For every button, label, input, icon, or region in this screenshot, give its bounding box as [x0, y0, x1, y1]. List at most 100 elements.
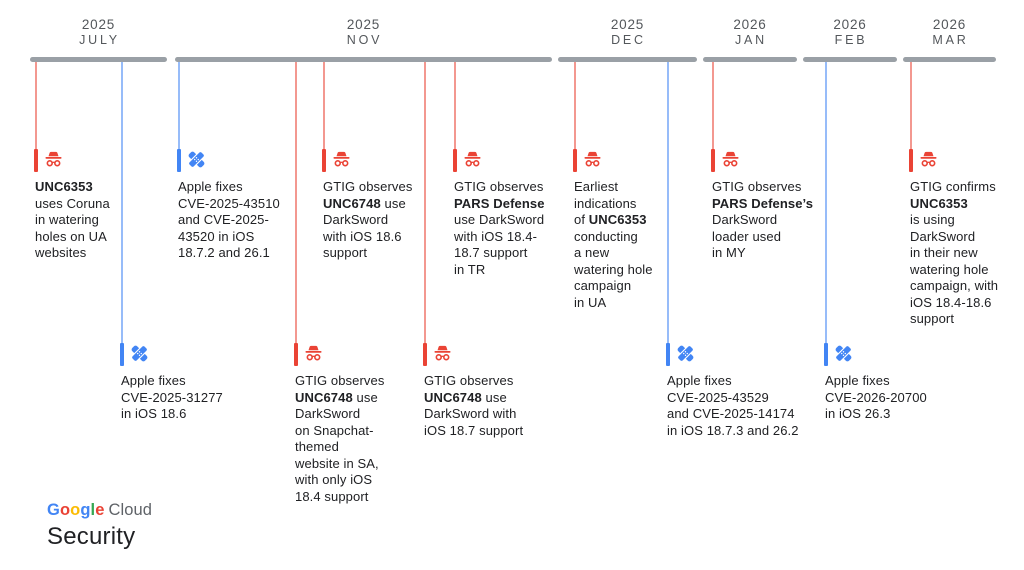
event-connector-line: [178, 62, 180, 151]
event-text-line: support: [910, 311, 955, 326]
event-text-line: Apple fixes: [825, 373, 890, 388]
event-text-line: iOS 18.7 support: [424, 422, 524, 438]
event-marker: [453, 149, 457, 172]
date-year-label: 2026: [833, 17, 867, 32]
event-text-line: CVE-2025-31277: [121, 389, 223, 405]
timeline-segment-bar: [703, 57, 797, 62]
event-text-line: website in SA,: [295, 455, 379, 471]
event-text-line: PARS Defense’s: [712, 195, 814, 211]
patch-fix-icon: [674, 342, 697, 365]
event-text-line: in iOS 18.7.3 and 26.2: [667, 422, 799, 438]
event-text-line: holes on UA: [35, 228, 107, 244]
event-text-line: DarkSword: [910, 228, 976, 244]
incognito-icon: [305, 345, 322, 361]
event-text-line: 18.7.2 and 26.1: [178, 245, 270, 260]
incognito-icon: [920, 151, 937, 167]
event-connector-line: [667, 62, 669, 345]
event-text-line: Apple fixes: [121, 373, 186, 388]
google-logo-letter: g: [80, 501, 91, 519]
event-text-line: is using: [910, 212, 955, 227]
event-connector-line: [121, 62, 123, 345]
date-month-label: JULY: [79, 33, 120, 47]
event-text-line: CVE-2025-43510: [178, 195, 280, 211]
cloud-wordmark: Cloud: [108, 501, 153, 519]
date-year-label: 2026: [733, 17, 767, 32]
date-month-label: JAN: [734, 33, 767, 47]
google-logo-letter: o: [59, 501, 71, 519]
event-text-line: DarkSword: [323, 212, 389, 227]
event-marker: [666, 343, 670, 366]
incognito-icon: [45, 151, 62, 167]
bandage-icon: [188, 151, 205, 168]
event-connector-line: [323, 62, 325, 151]
incognito-icon: [722, 151, 739, 167]
patch-fix-icon: [832, 342, 855, 365]
event-text-line: Apple fixes: [667, 373, 732, 388]
event-text-line: GTIG observes: [424, 373, 514, 388]
threat-actor-icon: [302, 342, 325, 365]
event-text-line: GTIG observes: [295, 373, 385, 388]
google-logo-letter: l: [90, 501, 96, 519]
date-year-label: 2026: [932, 17, 967, 32]
event-text-line: in watering: [35, 212, 99, 227]
event-text-line: websites: [35, 245, 87, 260]
event-text-line: in UA: [574, 294, 607, 310]
event-marker: [34, 149, 38, 172]
event-connector-line: [454, 62, 456, 151]
event-text-line: CVE-2026-20700: [825, 389, 927, 405]
event-text-line: GTIG observes: [323, 179, 413, 194]
event-marker: [423, 343, 427, 366]
timeline-segment-bar: [803, 57, 897, 62]
google-logo-letter: e: [95, 501, 105, 519]
event-connector-line: [574, 62, 576, 151]
event-text-line: in iOS 18.6: [121, 406, 187, 421]
event-text-line: UNC6748 use: [323, 195, 406, 211]
event-text-line: with iOS 18.4-: [454, 228, 538, 244]
event-text-line: 18.7 support: [454, 245, 528, 260]
event-text-line: 43520 in iOS: [178, 228, 255, 244]
event-text-line: campaign, with: [910, 278, 999, 293]
event-text-line: iOS 18.4-18.6: [910, 294, 992, 310]
incognito-icon: [333, 151, 350, 167]
security-wordmark: Security: [47, 523, 136, 550]
event-marker: [120, 343, 124, 366]
event-text-line: 18.4 support: [295, 488, 369, 504]
event-text-line: a new: [574, 245, 610, 260]
threat-actor-icon: [42, 148, 65, 171]
event-marker: [711, 149, 715, 172]
date-year-label: 2025: [346, 17, 381, 32]
event-text-line: indications: [574, 195, 637, 211]
threat-actor-icon: [719, 148, 742, 171]
event-text-line: GTIG observes: [454, 179, 544, 194]
event-text-line: Earliest: [574, 179, 619, 194]
date-month-label: DEC: [611, 33, 646, 47]
event-text-line: conducting: [574, 228, 638, 244]
event-text-line: DarkSword: [295, 406, 361, 421]
threat-actor-icon: [917, 148, 940, 171]
event-marker: [322, 149, 326, 172]
event-text-line: Apple fixes: [178, 179, 243, 194]
event-text-line: on Snapchat-: [295, 422, 374, 438]
event-text-line: GTIG observes: [712, 179, 802, 194]
event-text-line: DarkSword with: [424, 406, 517, 421]
date-year-label: 2025: [610, 17, 645, 32]
threat-actor-icon: [431, 342, 454, 365]
event-connector-line: [910, 62, 912, 151]
event-text-line: watering hole: [910, 261, 989, 277]
event-text-line: UNC6353: [35, 179, 93, 194]
event-marker: [824, 343, 828, 366]
event-marker: [294, 343, 298, 366]
bandage-icon: [131, 345, 148, 362]
event-connector-line: [35, 62, 37, 151]
event-text-line: PARS Defense: [454, 195, 545, 211]
event-text-line: and CVE-2025-14174: [667, 406, 795, 421]
incognito-icon: [434, 345, 451, 361]
